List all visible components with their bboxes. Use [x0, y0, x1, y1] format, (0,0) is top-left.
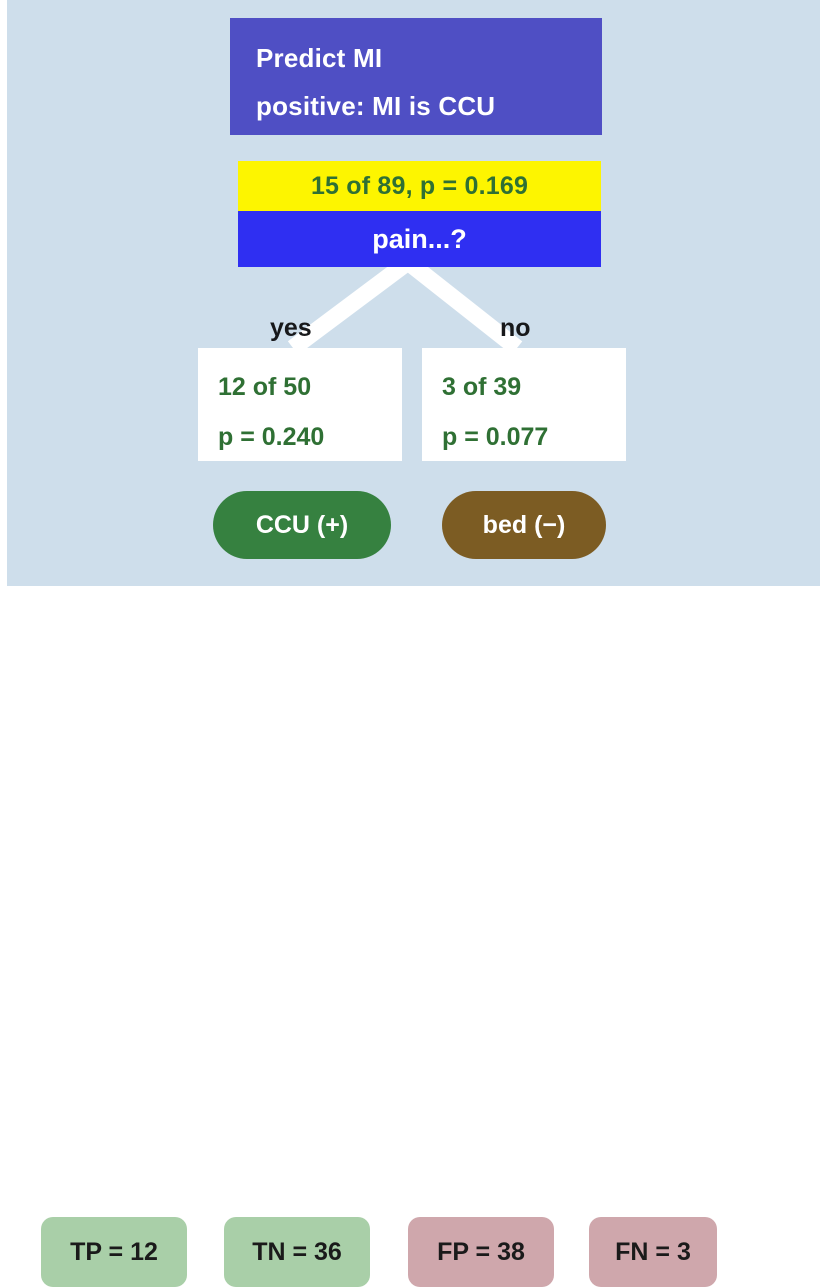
- split-node-question: pain...?: [238, 211, 601, 267]
- leaf-box-no[interactable]: 3 of 39 p = 0.077: [422, 348, 626, 461]
- leaf-box-yes[interactable]: 12 of 50 p = 0.240: [198, 348, 402, 461]
- metric-badge-fn: FN = 3: [589, 1217, 717, 1287]
- metric-badge-fp: FP = 38: [408, 1217, 554, 1287]
- leaf-no-count: 3 of 39: [442, 373, 522, 401]
- split-node-stats: 15 of 89, p = 0.169: [238, 161, 601, 211]
- root-title-line2: positive: MI is CCU: [256, 91, 496, 121]
- root-title-box: Predict MI positive: MI is CCU: [230, 18, 602, 135]
- metric-badge-tn: TN = 36: [224, 1217, 370, 1287]
- decision-pill-ccu-positive[interactable]: CCU (+): [213, 491, 391, 559]
- split-node[interactable]: 15 of 89, p = 0.169 pain...?: [238, 161, 601, 267]
- root-title-line1: Predict MI: [256, 43, 383, 73]
- edge-label-yes: yes: [270, 314, 312, 342]
- edge-label-no: no: [500, 314, 531, 342]
- decision-pill-bed-negative[interactable]: bed (−): [442, 491, 606, 559]
- confusion-matrix-row: TP = 12 TN = 36 FP = 38 FN = 3: [0, 586, 827, 1287]
- leaf-yes-count: 12 of 50: [218, 373, 312, 401]
- leaf-no-probability: p = 0.077: [442, 423, 549, 451]
- decision-tree-panel: Predict MI positive: MI is CCU 15 of 89,…: [7, 0, 820, 586]
- metric-badge-tp: TP = 12: [41, 1217, 187, 1287]
- leaf-yes-probability: p = 0.240: [218, 423, 325, 451]
